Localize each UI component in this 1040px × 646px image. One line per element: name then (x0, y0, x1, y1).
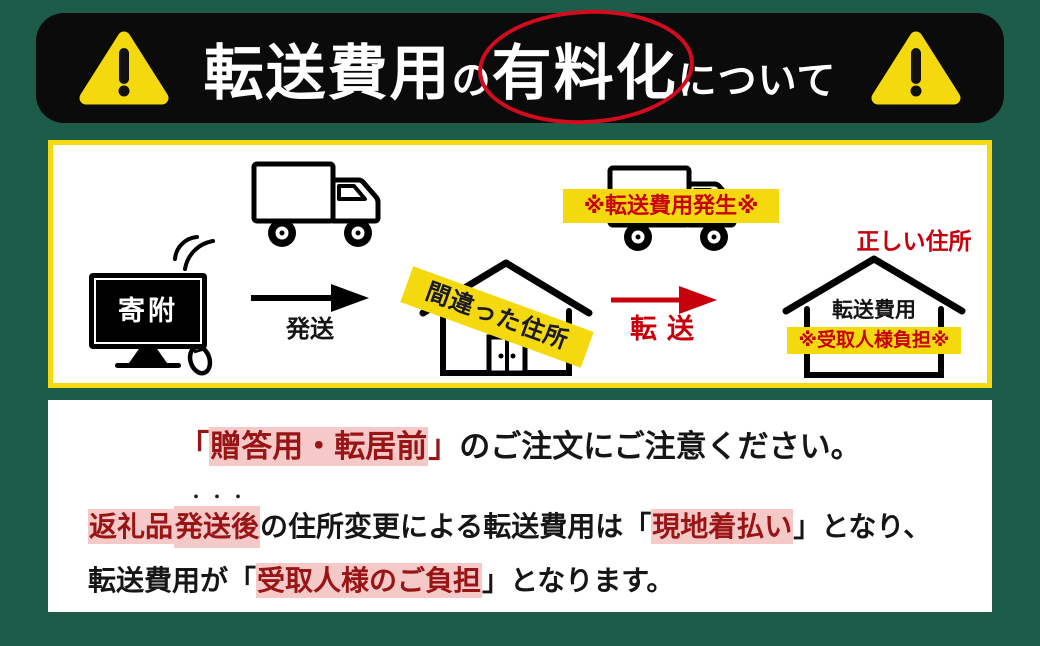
notice-line-3-head: 転送費用が「 (88, 564, 257, 596)
correct-address-label: 正しい住所 (856, 228, 972, 254)
signal-waves-icon (171, 233, 217, 273)
tv-monitor-icon: 寄附 (89, 273, 207, 349)
notice-line-1: 「贈答用・転居前」のご注文にご注意ください。 (88, 426, 952, 468)
title-banner: 転送費用 の 有料化 について (36, 3, 1004, 130)
cash-on-delivery-emphasis: 現地着払い (651, 508, 794, 544)
return-gift-emphasis: 返礼品 (88, 508, 175, 544)
notice-line-1-tail: のご注文にご注意ください。 (459, 429, 862, 464)
notice-panel: 「贈答用・転居前」のご注文にご注意ください。 返礼品・・・発送後の住所変更による… (48, 400, 992, 612)
title-suffix: について (677, 59, 837, 103)
bracket-open: 「 (178, 429, 210, 464)
donation-label: 寄附 (118, 295, 178, 326)
dispatch-label: 発送 (286, 316, 334, 343)
title-circled-word: 有料化 (474, 3, 697, 130)
recipient-burden-badge: ※受取人様負担※ (787, 327, 961, 354)
monitor-stand (129, 349, 167, 363)
notice-line-3-tail: 」となります。 (482, 564, 675, 596)
gift-relocation-emphasis: 贈答用・転居前 (209, 427, 429, 466)
monitor-screen: 寄附 (94, 278, 202, 344)
notice-line-2-tail: 」となり、 (793, 510, 932, 542)
flow-diagram-panel: 寄附 発送 (48, 140, 992, 388)
house-fee-title: 転送費用 (832, 299, 916, 322)
forwarding-fee-badge: ※転送費用発生※ (563, 189, 779, 223)
delivery-truck-icon (251, 159, 389, 251)
notice-line-2-mid: の住所変更による転送費用は「 (260, 510, 652, 542)
notice-line-2: 返礼品・・・発送後の住所変更による転送費用は「現地着払い」となり、 (88, 490, 952, 548)
recipient-burden-emphasis: 受取人様のご負担 (256, 562, 483, 598)
notice-line-3: 転送費用が「受取人様のご負担」となります。 (88, 562, 952, 600)
emphasis-dots: ・・・ (188, 488, 252, 506)
title-particle: の (451, 59, 492, 103)
title-main-text: 転送費用 (203, 39, 452, 107)
warning-triangle-icon (870, 28, 962, 108)
warning-triangle-icon (78, 28, 170, 108)
bracket-close: 」 (428, 429, 460, 464)
monitor-base (115, 363, 181, 368)
title-circled-text: 有料化 (491, 39, 678, 107)
forwarding-arrow-icon (609, 283, 719, 317)
forwarding-label: 転送 (630, 314, 704, 344)
computer-mouse-icon (185, 339, 215, 377)
after-shipping-emphasis: ・・・発送後 (174, 490, 261, 548)
page-title: 転送費用 の 有料化 について (203, 3, 837, 130)
after-shipping-text: 発送後 (175, 510, 260, 542)
dispatch-arrow-icon (249, 281, 371, 315)
